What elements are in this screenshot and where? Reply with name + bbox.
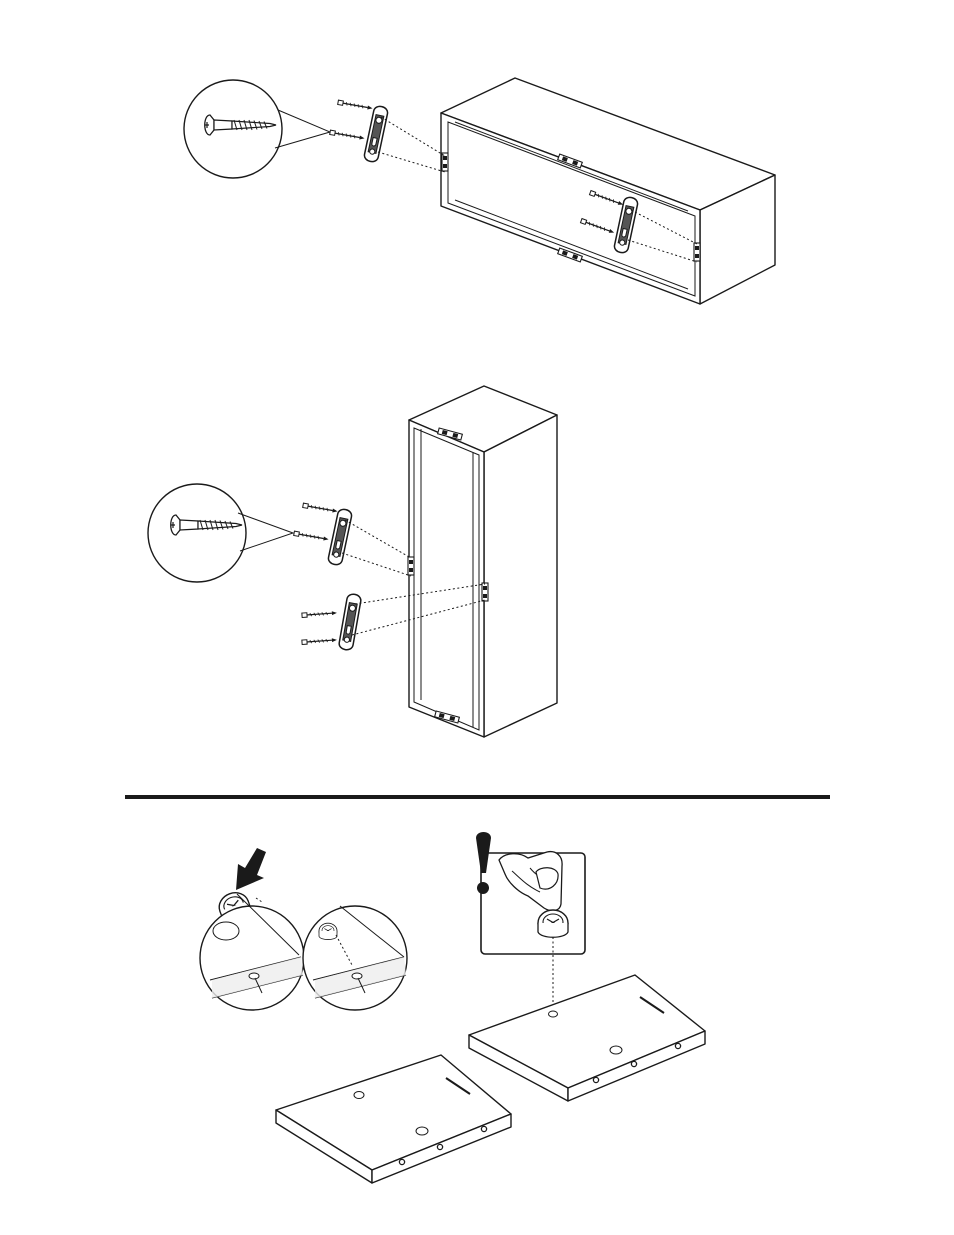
caution-box	[476, 832, 585, 1012]
screw-detail-icon	[148, 484, 293, 582]
arrow-down-icon	[236, 848, 266, 890]
wood-screw	[294, 531, 329, 541]
cam-lock-icon	[538, 910, 568, 937]
shelf-panel	[469, 975, 705, 1101]
wall-bracket-icon	[338, 593, 362, 651]
wood-screw	[338, 100, 373, 110]
horizontal-cabinet	[441, 78, 775, 304]
wall-bracket-icon	[363, 105, 388, 163]
shelf-panel	[276, 1055, 511, 1183]
wood-screw	[303, 503, 338, 513]
horizontal-cabinet-figure	[184, 78, 775, 304]
cam-lock-figure	[200, 832, 705, 1183]
wood-screw	[330, 130, 365, 140]
cam-lock-seated-detail	[303, 906, 407, 1010]
wall-bracket-icon	[327, 508, 352, 566]
caution-dot	[477, 882, 489, 894]
wood-screw	[302, 611, 337, 618]
screw-detail-icon	[184, 80, 330, 178]
vertical-cabinet	[408, 386, 557, 737]
panel-edge-detail	[200, 894, 304, 1010]
vertical-cabinet-figure	[148, 386, 557, 737]
wood-screw	[302, 638, 337, 645]
